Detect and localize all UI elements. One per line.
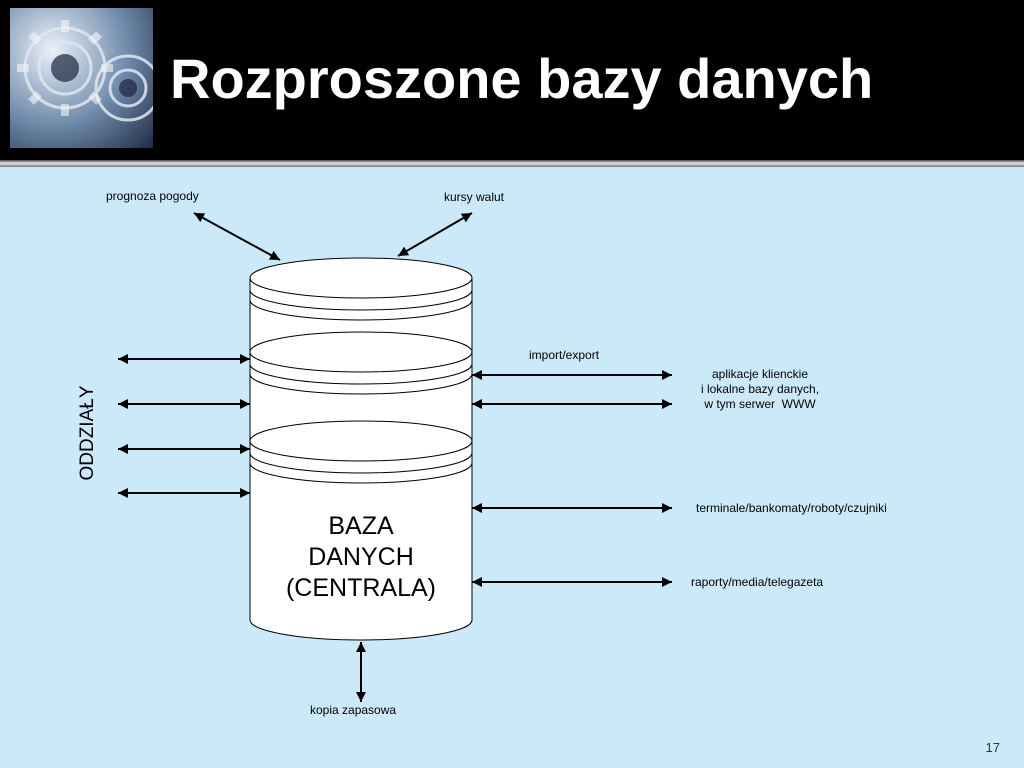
client-apps-line-1: aplikacje klienckie [711,367,809,381]
arrow-exchange [397,212,473,257]
central-line-3: (CENTRALA) [285,574,436,602]
label-weather: prognoza pogody [106,189,199,203]
client-apps-line-3: w tym serwer WWW [704,397,816,411]
cylinder-ring [249,462,473,484]
label-import-export: import/export [529,348,600,362]
label-terminals: terminale/bankomaty/roboty/czujniki [696,501,887,515]
header-divider [0,160,1024,167]
cylinder-ring [249,363,473,385]
central-line-1: BAZA [328,512,394,540]
header-bar: Rozproszone bazy danych [0,0,1024,160]
central-line-2: DANYCH [308,543,414,571]
slide-title: Rozproszone bazy danych [170,47,874,110]
cylinder-ring [249,299,473,321]
cylinder-top [249,257,473,299]
arrow-weather [193,212,281,261]
label-backup: kopia zapasowa [310,703,397,717]
disk-3-top [249,420,473,462]
gears-icon [10,8,153,148]
label-client-apps: aplikacje klienckie i lokalne bazy danyc… [676,367,844,412]
label-reports: raporty/media/telegazeta [691,575,824,589]
client-apps-line-2: i lokalne bazy danych, [700,382,820,396]
branches-label: ODDZIAŁY [77,385,98,481]
database-cylinder [249,257,473,641]
cylinder-ring [249,289,473,311]
page-number: 17 [985,740,1000,755]
central-database-label: BAZA DANYCH (CENTRALA) [252,511,470,604]
disk-2-top [249,331,473,373]
cylinder-ring [249,452,473,474]
cylinder-ring [249,373,473,395]
label-exchange-rates: kursy walut [444,190,505,204]
arrows [118,212,672,702]
